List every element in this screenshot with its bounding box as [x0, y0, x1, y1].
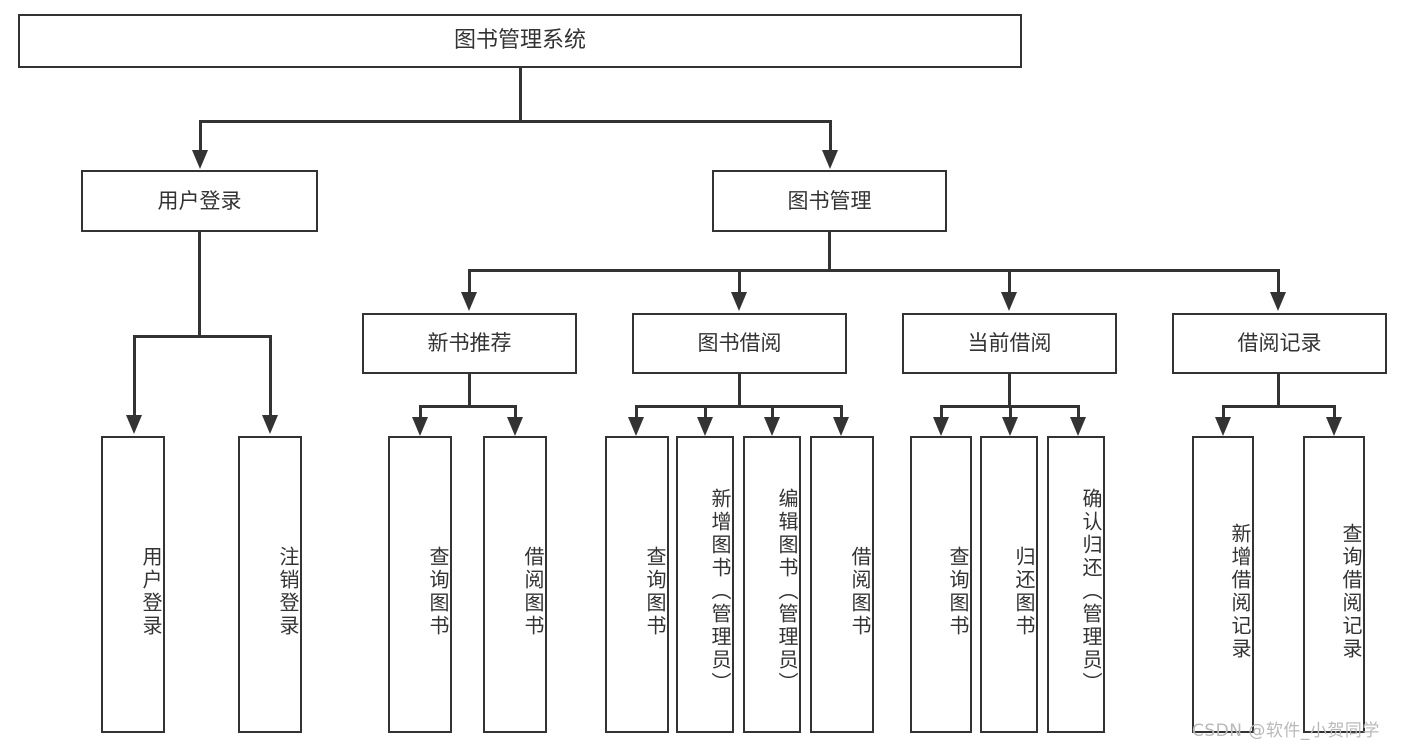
node-label: 当前借阅	[967, 331, 1052, 356]
node-label: 图书管理系统	[453, 28, 586, 54]
connector-book-management-stem	[828, 232, 831, 272]
arrow-to-bb-leaf-3	[764, 417, 780, 436]
connector-drop-user-login-leaf-1	[133, 335, 136, 417]
node-label: 注销登录	[276, 545, 300, 638]
arrow-to-nbr-leaf-1	[412, 417, 428, 436]
node-book-management[interactable]: 图书管理	[712, 170, 947, 232]
watermark-text: CSDN @软件_小贺同学	[1192, 721, 1380, 741]
connector-drop-user-login-leaf-2	[269, 335, 272, 417]
connector-drop-bb-leaf-2	[704, 405, 707, 419]
node-borrow-record[interactable]: 借阅记录	[1172, 313, 1387, 374]
node-user-login[interactable]: 用户登录	[81, 170, 318, 232]
connector-user-login-bus	[133, 335, 272, 338]
arrow-to-book-management	[822, 150, 838, 169]
connector-drop-borrow-record	[1277, 269, 1280, 294]
connector-user-login-stem	[198, 232, 201, 337]
arrow-to-new-book-recommend	[461, 292, 477, 311]
leaf-user-login-2[interactable]: 注销登录	[238, 436, 302, 733]
arrow-to-bb-leaf-1	[628, 417, 644, 436]
arrow-to-bb-leaf-4	[833, 417, 849, 436]
arrow-to-user-login	[192, 150, 208, 169]
arrow-to-cb-leaf-1	[933, 417, 949, 436]
arrow-to-user-login-leaf-2	[262, 415, 278, 434]
connector-drop-new-book-recommend	[468, 269, 471, 294]
arrow-to-user-login-leaf-1	[126, 415, 142, 434]
leaf-current-borrow-3[interactable]: 确认归还（管理员）	[1047, 436, 1105, 733]
node-label: 图书借阅	[697, 331, 782, 356]
connector-level2-bus	[468, 269, 1280, 272]
connector-book-borrow-stem	[738, 374, 741, 407]
arrow-to-cb-leaf-3	[1070, 417, 1086, 436]
connector-drop-br-leaf-2	[1333, 405, 1336, 419]
connector-drop-book-borrow	[738, 269, 741, 294]
arrow-to-nbr-leaf-2	[507, 417, 523, 436]
connector-drop-bb-leaf-4	[840, 405, 843, 419]
connector-drop-nbr-leaf-2	[514, 405, 517, 419]
node-label: 用户登录	[157, 188, 242, 213]
node-label: 查询图书	[643, 545, 667, 638]
connector-level1-drop-book-management	[829, 120, 832, 152]
leaf-current-borrow-2[interactable]: 归还图书	[980, 436, 1038, 733]
node-label: 确认归还（管理员）	[1079, 488, 1103, 695]
connector-drop-cb-leaf-3	[1077, 405, 1080, 419]
node-label: 借阅图书	[848, 545, 872, 638]
connector-drop-br-leaf-1	[1222, 405, 1225, 419]
leaf-book-borrow-2[interactable]: 新增图书（管理员）	[676, 436, 734, 733]
connector-drop-bb-leaf-1	[635, 405, 638, 419]
connector-new-book-recommend-bus	[419, 405, 517, 408]
connector-drop-current-borrow	[1008, 269, 1011, 294]
node-label: 新增图书（管理员）	[708, 488, 732, 695]
node-label: 用户登录	[139, 545, 163, 638]
leaf-user-login-1[interactable]: 用户登录	[101, 436, 165, 733]
arrow-to-br-leaf-2	[1326, 417, 1342, 436]
connector-book-borrow-bus	[635, 405, 843, 408]
node-label: 编辑图书（管理员）	[775, 488, 799, 695]
connector-level1-drop-user-login	[199, 120, 202, 152]
node-root-book-management-system[interactable]: 图书管理系统	[18, 14, 1022, 68]
arrow-to-cb-leaf-2	[1002, 417, 1018, 436]
leaf-book-borrow-4[interactable]: 借阅图书	[810, 436, 874, 733]
node-label: 归还图书	[1012, 545, 1036, 638]
connector-drop-cb-leaf-1	[940, 405, 943, 419]
arrow-to-borrow-record	[1270, 292, 1286, 311]
connector-borrow-record-stem	[1277, 374, 1280, 407]
node-label: 图书管理	[787, 188, 872, 213]
connector-new-book-recommend-stem	[468, 374, 471, 407]
connector-borrow-record-bus	[1222, 405, 1336, 408]
connector-drop-nbr-leaf-1	[419, 405, 422, 419]
leaf-borrow-record-2[interactable]: 查询借阅记录	[1303, 436, 1365, 733]
node-book-borrow[interactable]: 图书借阅	[632, 313, 847, 374]
node-current-borrow[interactable]: 当前借阅	[902, 313, 1117, 374]
connector-root-stem	[519, 68, 522, 122]
node-label: 查询借阅记录	[1339, 522, 1363, 661]
node-label: 新书推荐	[427, 331, 512, 356]
leaf-book-borrow-3[interactable]: 编辑图书（管理员）	[743, 436, 801, 733]
connector-drop-cb-leaf-2	[1009, 405, 1012, 419]
connector-level1-bus	[199, 120, 832, 123]
connector-drop-bb-leaf-3	[771, 405, 774, 419]
leaf-new-book-recommend-1[interactable]: 查询图书	[388, 436, 452, 733]
node-new-book-recommend[interactable]: 新书推荐	[362, 313, 577, 374]
leaf-borrow-record-1[interactable]: 新增借阅记录	[1192, 436, 1254, 733]
connector-current-borrow-stem	[1008, 374, 1011, 407]
arrow-to-br-leaf-1	[1215, 417, 1231, 436]
arrow-to-current-borrow	[1001, 292, 1017, 311]
node-label: 查询图书	[426, 545, 450, 638]
arrow-to-book-borrow	[731, 292, 747, 311]
node-label: 新增借阅记录	[1228, 522, 1252, 661]
leaf-new-book-recommend-2[interactable]: 借阅图书	[483, 436, 547, 733]
node-label: 借阅图书	[521, 545, 545, 638]
arrow-to-bb-leaf-2	[697, 417, 713, 436]
node-label: 借阅记录	[1237, 331, 1322, 356]
node-label: 查询图书	[946, 545, 970, 638]
leaf-book-borrow-1[interactable]: 查询图书	[605, 436, 669, 733]
leaf-current-borrow-1[interactable]: 查询图书	[910, 436, 972, 733]
